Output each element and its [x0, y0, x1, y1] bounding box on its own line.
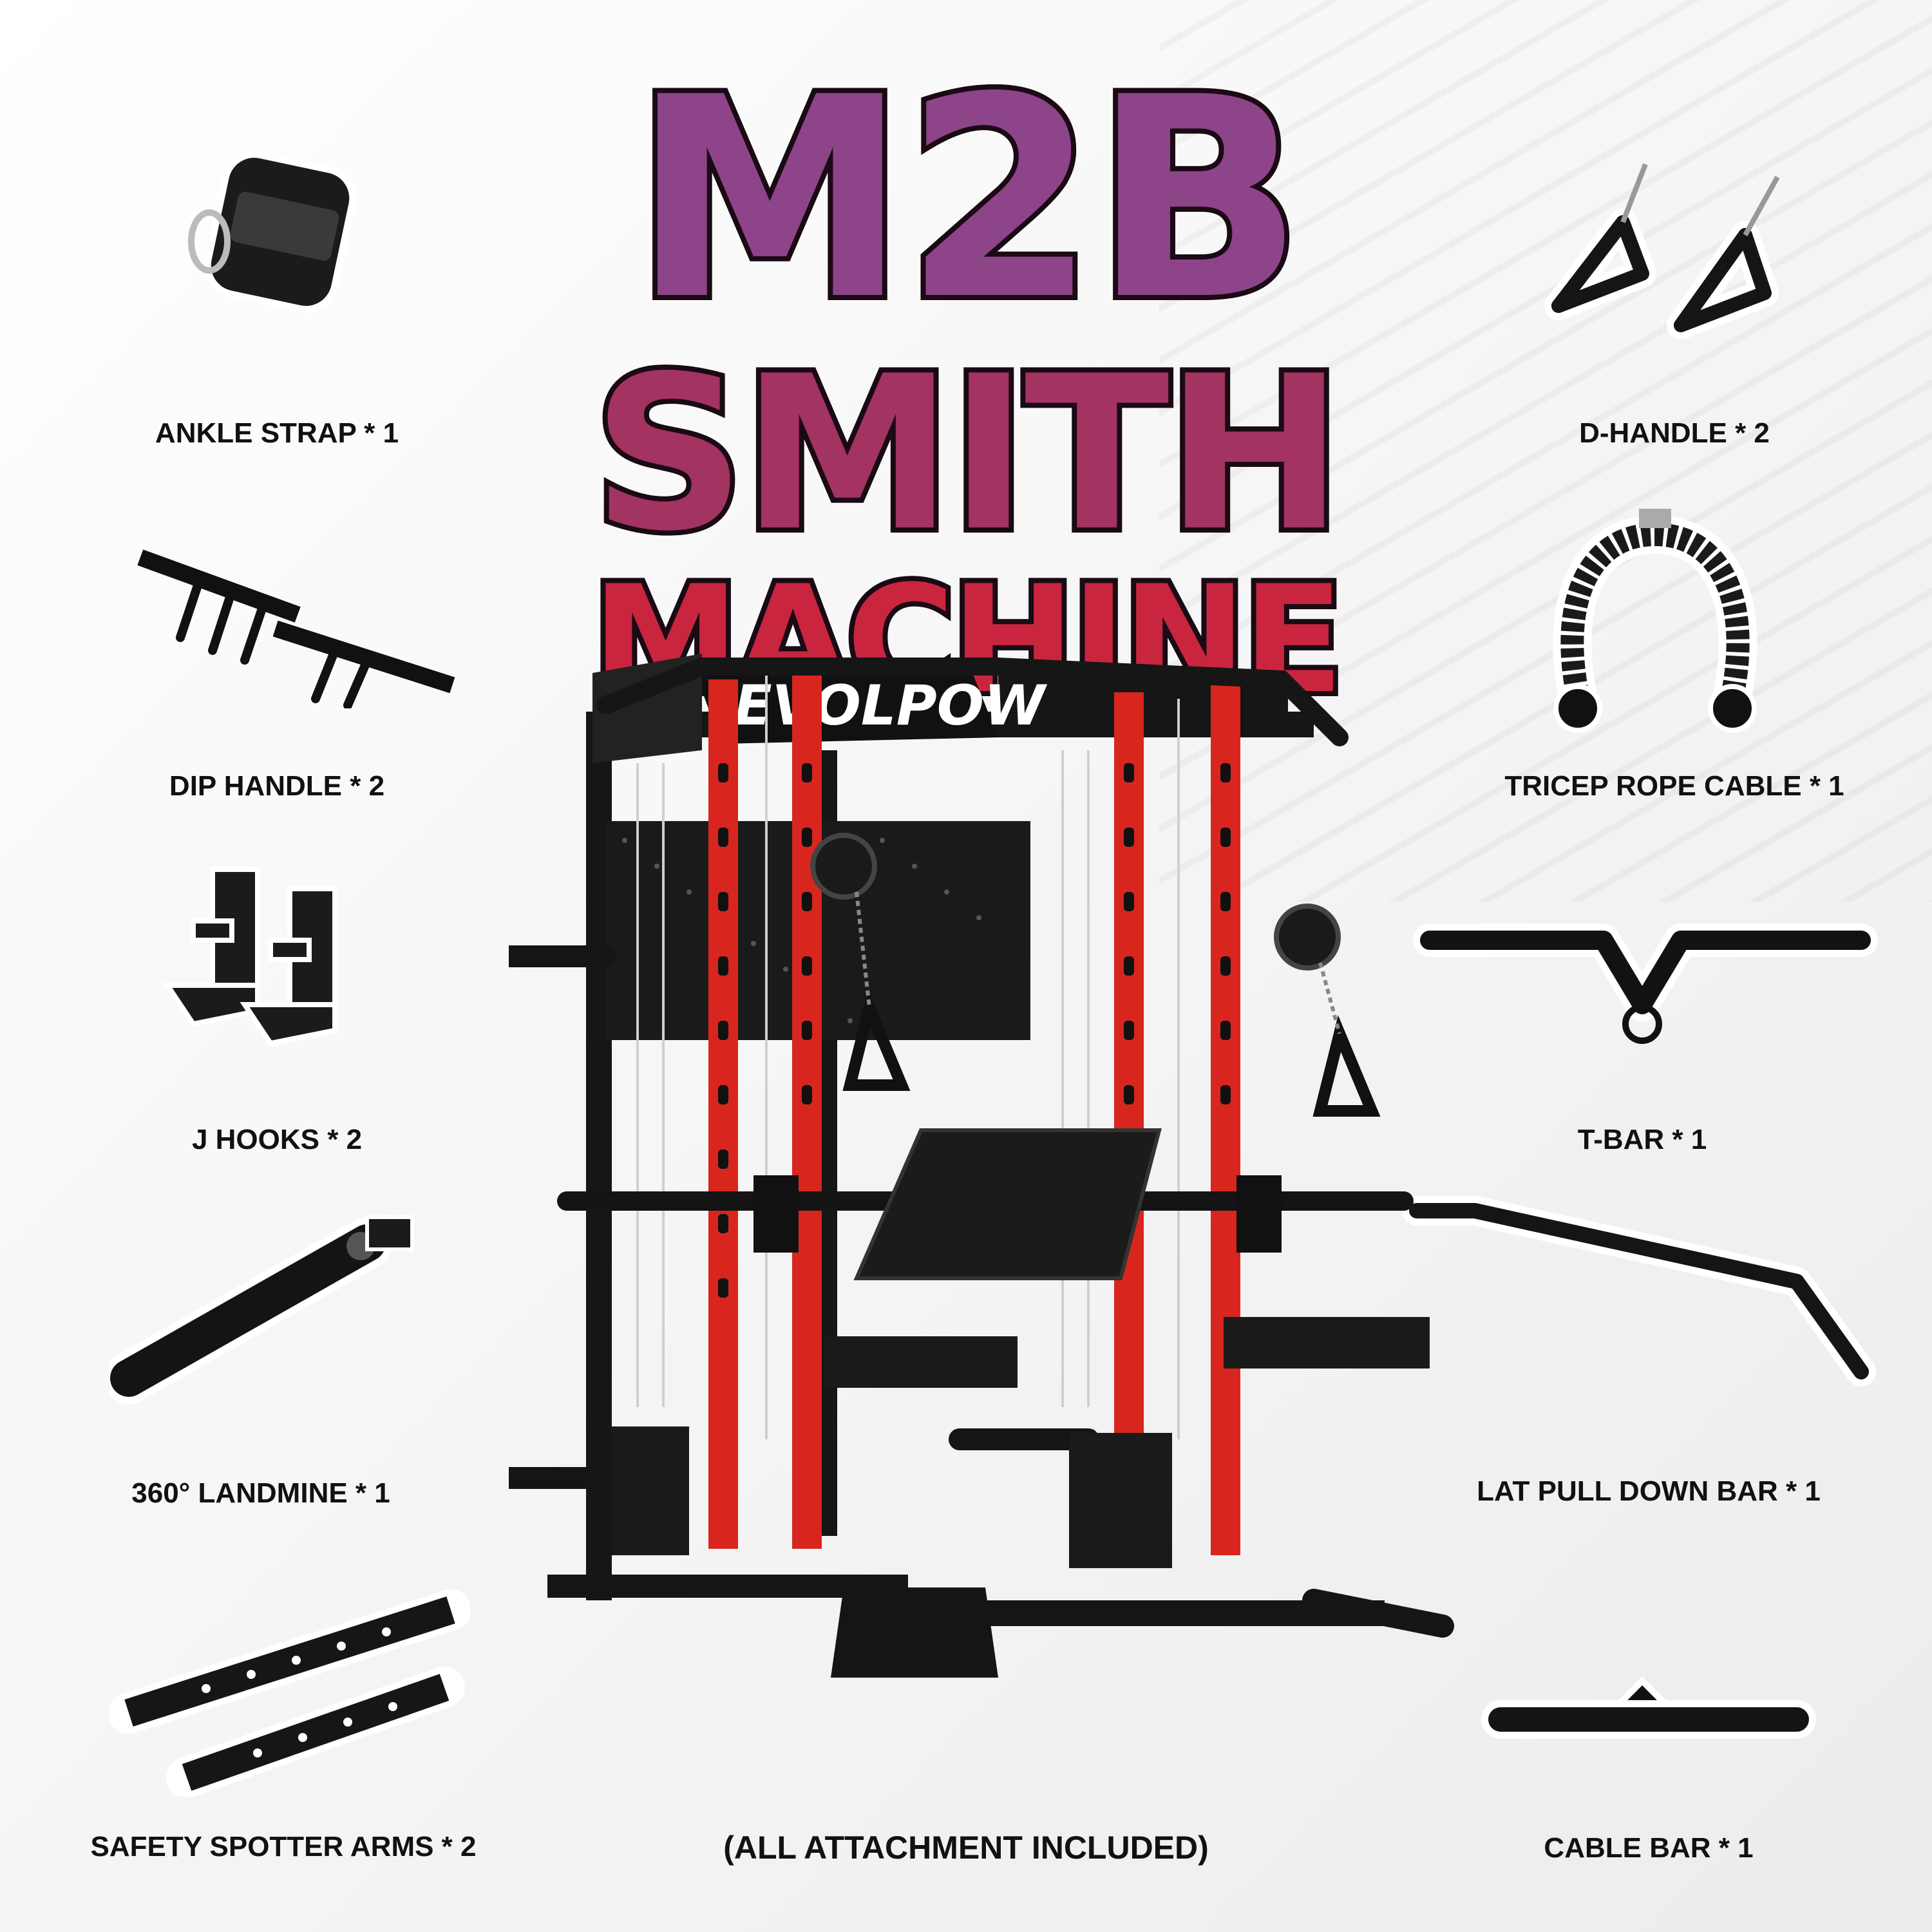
brand-logo: EVOLPOW	[734, 674, 1048, 738]
tricep-rope-icon	[1553, 509, 1757, 733]
accessory-label-spotter-arms: SAFETY SPOTTER ARMS * 2	[90, 1831, 477, 1862]
dip-handle-icon	[137, 549, 455, 708]
landmine-icon	[109, 1215, 414, 1404]
d-handle-icon	[1544, 163, 1780, 339]
smith-machine-image: EVOLPOW	[509, 654, 1454, 1678]
spotter-arms-icon	[109, 1589, 470, 1797]
accessory-label-cable-bar: CABLE BAR * 1	[1544, 1832, 1754, 1864]
title-line-model: M2B	[627, 39, 1309, 361]
cable-bar-icon	[1481, 1676, 1816, 1739]
accessory-label-j-hooks: J HOOKS * 2	[191, 1124, 363, 1155]
accessory-label-landmine: 360° LANDMINE * 1	[131, 1477, 390, 1509]
accessory-label-tricep-rope: TRICEP ROPE CABLE * 1	[1504, 770, 1844, 802]
lat-bar-icon	[1402, 1196, 1876, 1387]
accessory-label-d-handle: D-HANDLE * 2	[1579, 417, 1770, 449]
background-stripes	[1159, 0, 1932, 902]
accessory-label-ankle-strap: ANKLE STRAP * 1	[155, 417, 399, 449]
footer-note: (ALL ATTACHMENT INCLUDED)	[723, 1830, 1209, 1866]
t-bar-icon	[1413, 923, 1878, 1044]
title-line-smith: SMITH	[587, 330, 1349, 578]
accessory-label-dip-handle: DIP HANDLE * 2	[169, 770, 385, 802]
accessory-label-t-bar: T-BAR * 1	[1577, 1124, 1707, 1155]
j-hooks-icon	[162, 867, 337, 1046]
accessory-label-lat-bar: LAT PULL DOWN BAR * 1	[1477, 1475, 1821, 1507]
ankle-strap-icon	[188, 150, 357, 314]
